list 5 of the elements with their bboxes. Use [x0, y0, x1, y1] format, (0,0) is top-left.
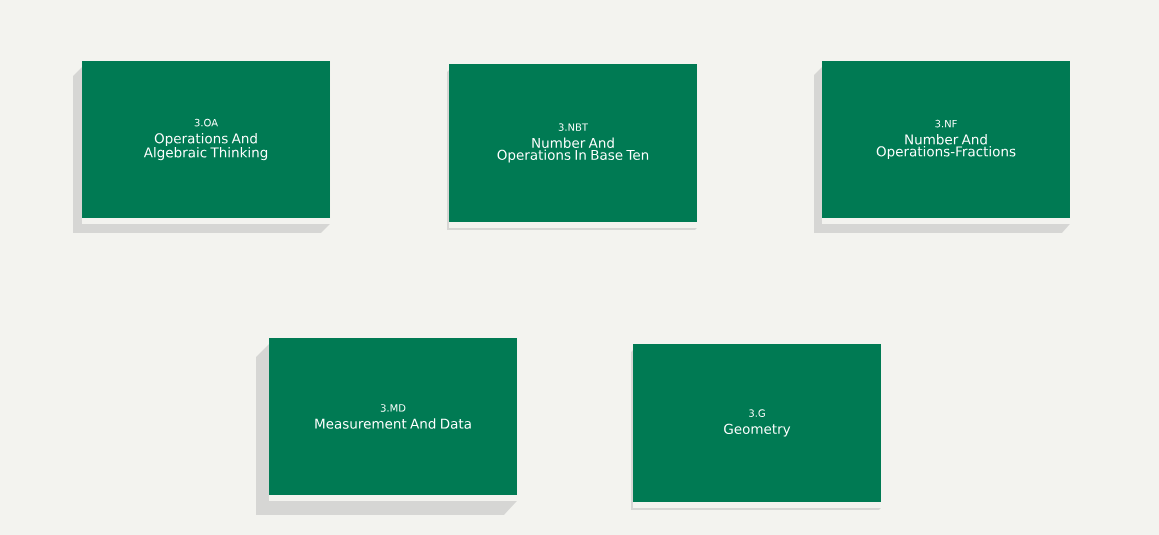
- standard-card: 3.OA Operations And Algebraic Thinking: [73, 61, 330, 233]
- standard-card: 3.MD Measurement And Data: [256, 338, 517, 515]
- standard-card: 3.NF Number And Operations-Fractions: [814, 61, 1070, 233]
- standard-card: 3.NBT Number And Operations In Base Ten: [447, 64, 697, 230]
- standard-card: 3.G Geometry: [631, 344, 881, 510]
